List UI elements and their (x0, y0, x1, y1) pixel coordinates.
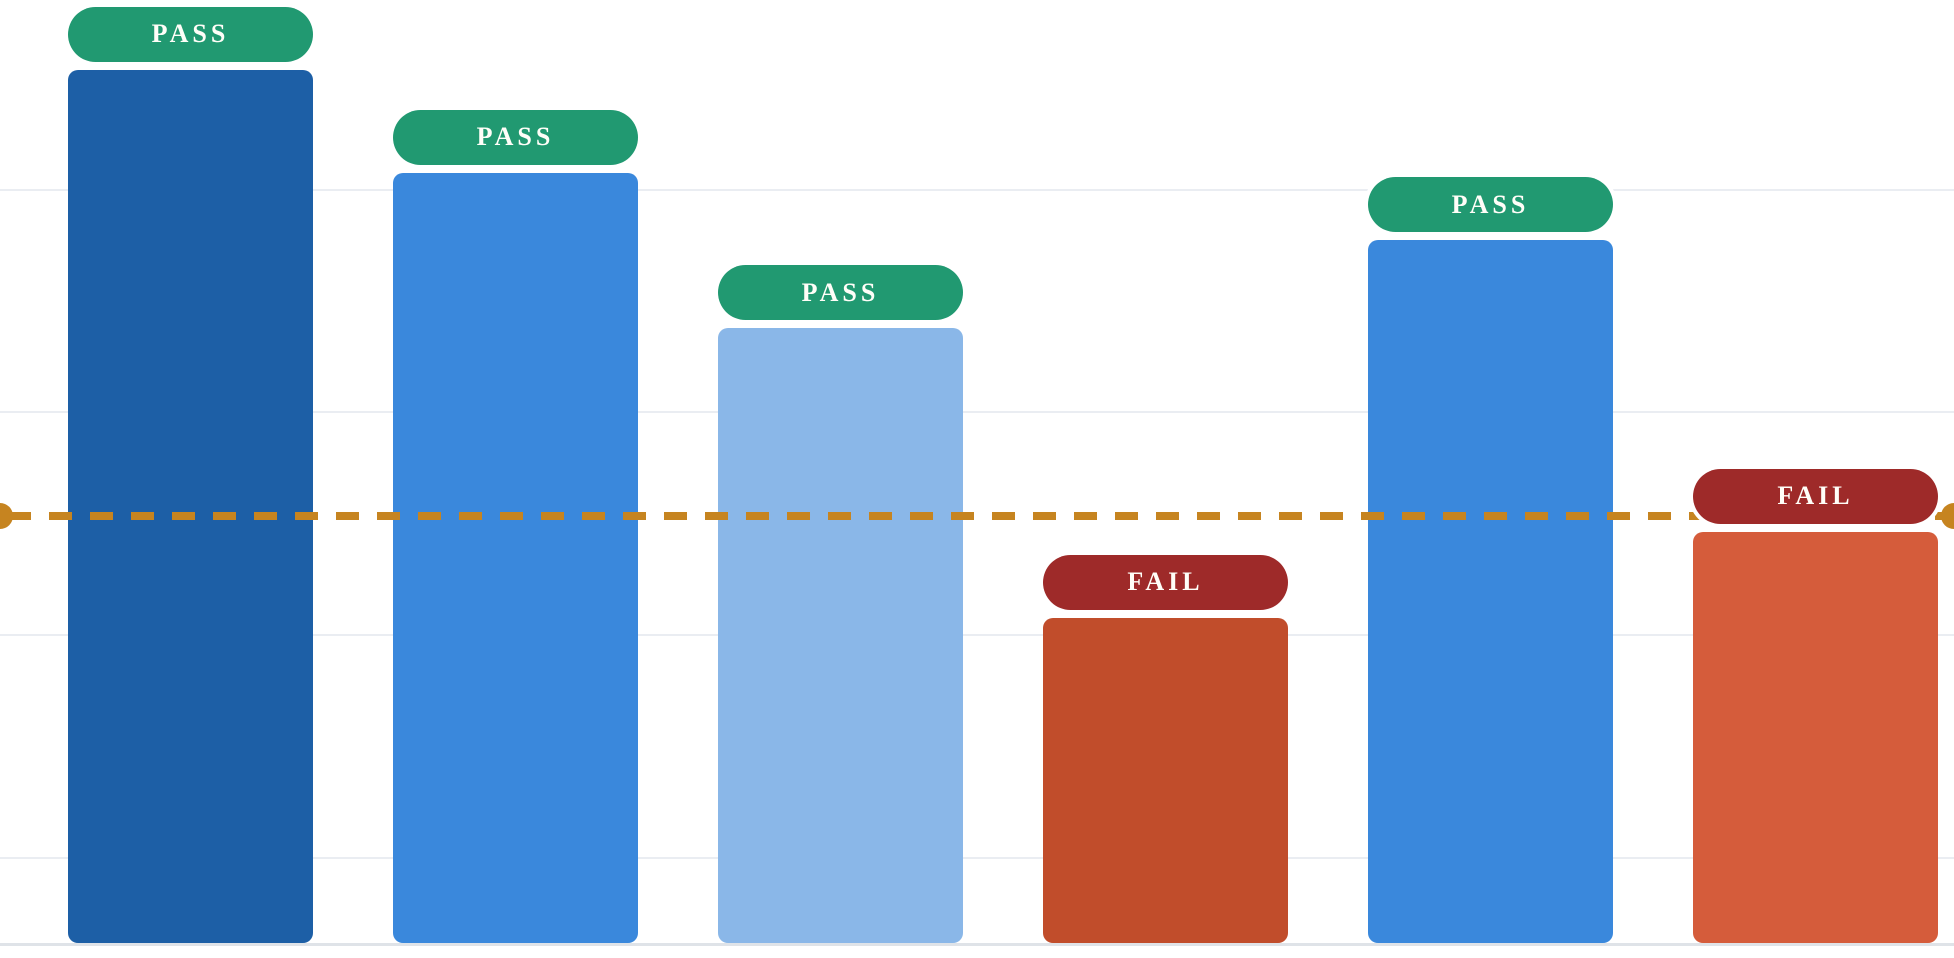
status-badge: PASS (1368, 177, 1613, 233)
bar (1043, 617, 1288, 943)
bar (68, 69, 313, 943)
status-badge: PASS (68, 6, 313, 62)
bar (718, 328, 963, 943)
horizontal-gridline (0, 633, 1954, 636)
bar (1368, 240, 1613, 943)
horizontal-gridline (0, 857, 1954, 860)
bar (1693, 531, 1938, 943)
status-badge-label: FAIL (1777, 481, 1854, 511)
threshold-endpoint-dot (1941, 502, 1954, 529)
status-badge: FAIL (1693, 468, 1938, 524)
status-badge-label: PASS (151, 19, 230, 49)
status-badge-label: PASS (1451, 189, 1530, 219)
horizontal-gridline (0, 411, 1954, 414)
status-badge: PASS (718, 265, 963, 321)
threshold-dashed-line (8, 511, 1946, 520)
status-badge-label: PASS (476, 122, 555, 152)
status-badge-label: FAIL (1127, 567, 1204, 597)
status-badge: FAIL (1043, 554, 1288, 610)
status-badge-label: PASS (801, 277, 880, 307)
status-badge: PASS (393, 109, 638, 165)
bar (393, 172, 638, 943)
horizontal-gridline (0, 189, 1954, 192)
threshold-endpoint-dot (0, 502, 13, 529)
x-axis-baseline (0, 943, 1954, 946)
